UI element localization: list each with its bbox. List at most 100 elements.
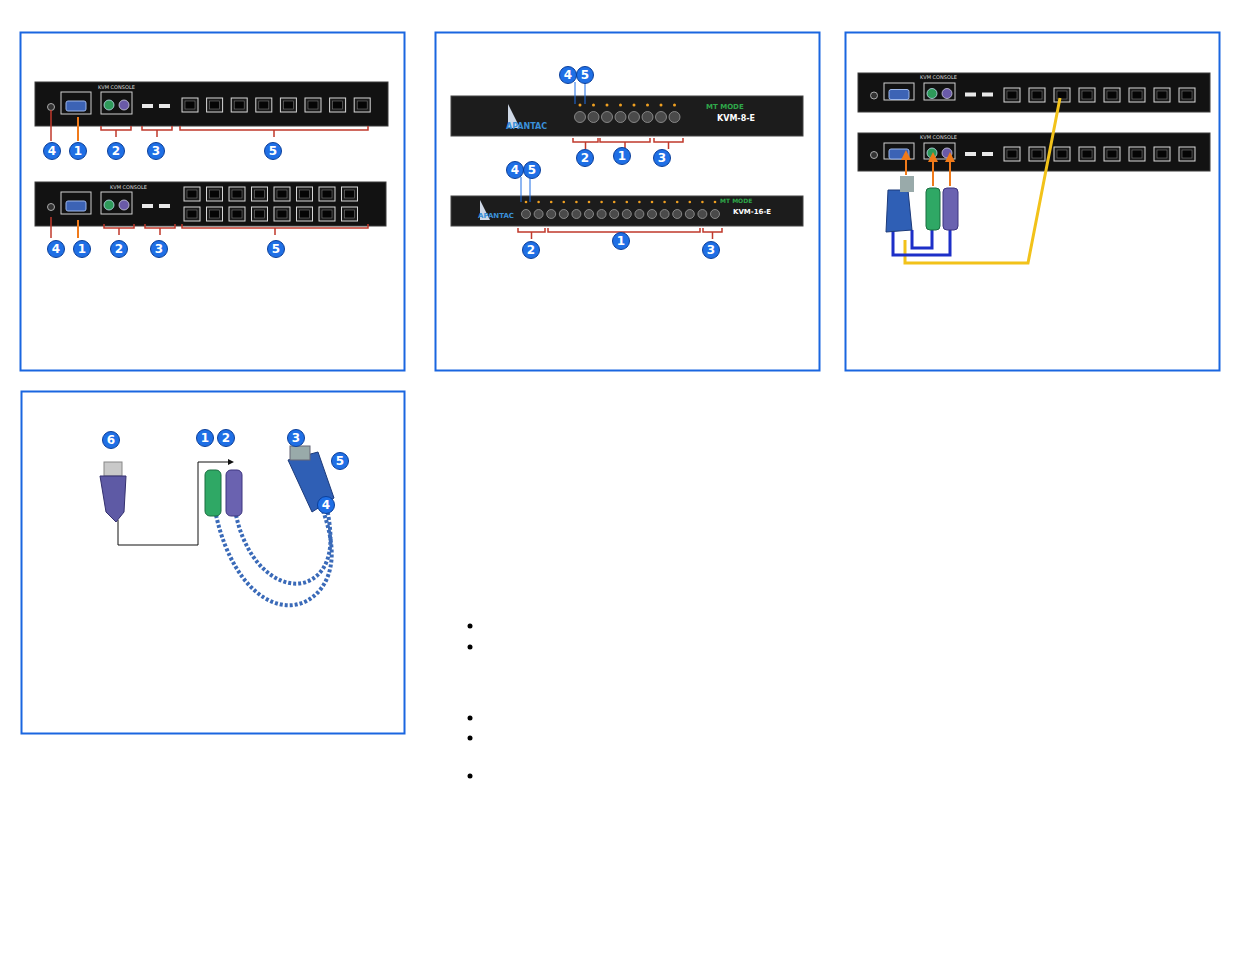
rj45-port <box>297 187 313 201</box>
rj45-port <box>1029 147 1045 161</box>
port-button <box>588 112 599 123</box>
led <box>676 201 679 204</box>
ps2-connector <box>926 188 940 230</box>
rj45-port <box>274 187 290 201</box>
callout-text: 2 <box>112 145 120 157</box>
rj45-port <box>354 98 370 112</box>
port-button <box>635 210 644 219</box>
rj45-port <box>280 98 296 112</box>
usb-port <box>965 93 976 97</box>
rj45-port <box>319 207 335 221</box>
led <box>613 201 616 204</box>
callout-text: 1 <box>201 432 209 444</box>
callout-text: 4 <box>564 69 572 81</box>
led <box>701 201 704 204</box>
callout-text: 3 <box>292 432 300 444</box>
leader-line <box>521 177 522 202</box>
arrow-head <box>228 459 234 465</box>
rj45-port <box>342 207 358 221</box>
rj45-port-inner <box>232 210 242 218</box>
callout-number: 5 <box>576 66 594 84</box>
device-label: KVM-8-E <box>717 115 755 123</box>
cable-line <box>893 228 950 255</box>
callout-number: 6 <box>102 431 120 449</box>
rj45-port-inner <box>1082 91 1092 99</box>
device-chassis <box>35 182 386 226</box>
rj45-port-inner <box>210 101 220 109</box>
led <box>588 201 591 204</box>
callout-text: 1 <box>617 235 625 247</box>
panel-frame <box>21 33 405 371</box>
callout-text: 4 <box>322 499 330 511</box>
port-button <box>685 210 694 219</box>
callout-text: 5 <box>269 145 277 157</box>
led <box>619 104 622 107</box>
led <box>633 104 636 107</box>
callout-text: 1 <box>74 145 82 157</box>
callout-number: 2 <box>522 241 540 259</box>
bracket <box>518 228 545 239</box>
rj45-port <box>1154 88 1170 102</box>
leader-line <box>77 117 79 141</box>
rj45-port <box>1179 147 1195 161</box>
led <box>663 201 666 204</box>
port-button <box>673 210 682 219</box>
rj45-port <box>319 187 335 201</box>
device-label: KVM CONSOLE <box>920 135 957 140</box>
rj45-port <box>1054 147 1070 161</box>
rj45-port <box>1004 147 1020 161</box>
vga-port <box>66 201 86 211</box>
callout-number: 5 <box>523 161 541 179</box>
ps2-keyboard-port <box>927 148 937 158</box>
rj45-port-inner <box>1007 91 1017 99</box>
ps2-connector <box>226 470 242 516</box>
rj45-port-inner <box>187 190 197 198</box>
callout-number: 2 <box>110 240 128 258</box>
ps2-keyboard-port <box>104 200 114 210</box>
rj45-port-inner <box>277 190 287 198</box>
rj45-port <box>274 207 290 221</box>
rj45-port-inner <box>1107 91 1117 99</box>
device-label: MT MODE <box>720 198 752 204</box>
callout-text: 2 <box>527 244 535 256</box>
power-jack <box>871 152 878 159</box>
callout-text: 3 <box>658 152 666 164</box>
rj45-port <box>1054 88 1070 102</box>
bracket <box>104 224 134 235</box>
callout-number: 3 <box>702 241 720 259</box>
rj45-port <box>330 98 346 112</box>
leader-line <box>77 220 79 238</box>
callout-number: 4 <box>317 496 335 514</box>
rj45-port <box>1079 147 1095 161</box>
bullet <box>468 736 473 741</box>
port-button <box>629 112 640 123</box>
port-button <box>660 210 669 219</box>
rj45-port <box>207 187 223 201</box>
device-chassis <box>35 82 388 126</box>
rj45-port-inner <box>1032 150 1042 158</box>
usb-port <box>965 152 976 156</box>
power-jack <box>871 92 878 99</box>
callout-number: 4 <box>47 240 65 258</box>
rj45-port-inner <box>300 210 310 218</box>
usb-port <box>159 104 170 108</box>
callout-number: 1 <box>69 142 87 160</box>
ps2-connector <box>205 470 221 516</box>
rj45-port <box>1104 88 1120 102</box>
rj45-port <box>231 98 247 112</box>
leader-line <box>585 82 586 104</box>
callout-text: 5 <box>272 243 280 255</box>
callout-number: 1 <box>612 232 630 250</box>
port-button <box>534 210 543 219</box>
led <box>575 201 578 204</box>
led <box>579 104 582 107</box>
rj45-port <box>207 207 223 221</box>
rj45-port-inner <box>1132 150 1142 158</box>
rj45-port-inner <box>1082 150 1092 158</box>
callout-text: 3 <box>155 243 163 255</box>
rj45-port-inner <box>1182 91 1192 99</box>
ps2-frame <box>101 92 132 114</box>
bracket <box>101 126 131 137</box>
callout-text: 5 <box>336 455 344 467</box>
rj45-port-inner <box>259 101 269 109</box>
